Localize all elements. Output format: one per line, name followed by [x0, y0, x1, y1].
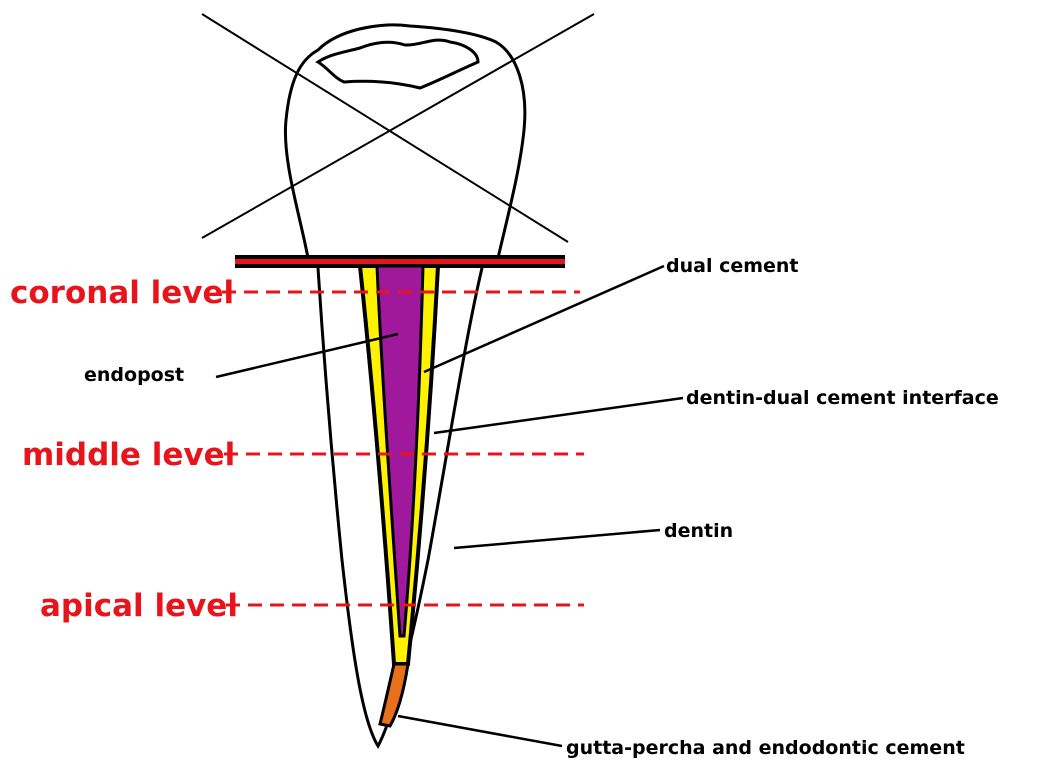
- dentin-leader: [454, 530, 660, 548]
- gutta-percha-label: gutta-percha and endodontic cement: [566, 737, 965, 759]
- coronal-level-label: coronal level: [10, 275, 234, 311]
- crown-occlusal-fissure: [318, 40, 478, 88]
- endopost-label: endopost: [84, 364, 184, 386]
- tooth-root: [318, 266, 482, 746]
- apical-level-label: apical level: [40, 588, 238, 624]
- cross-line-1: [202, 14, 568, 242]
- gutta-percha-leader: [398, 716, 562, 746]
- dual-cement-label: dual cement: [666, 255, 799, 277]
- middle-level-label: middle level: [22, 437, 235, 473]
- interface-label: dentin-dual cement interface: [686, 387, 999, 409]
- cross-line-2: [202, 14, 594, 238]
- dentin-label: dentin: [664, 520, 733, 542]
- tooth-crown: [202, 14, 594, 258]
- interface-leader: [434, 398, 683, 433]
